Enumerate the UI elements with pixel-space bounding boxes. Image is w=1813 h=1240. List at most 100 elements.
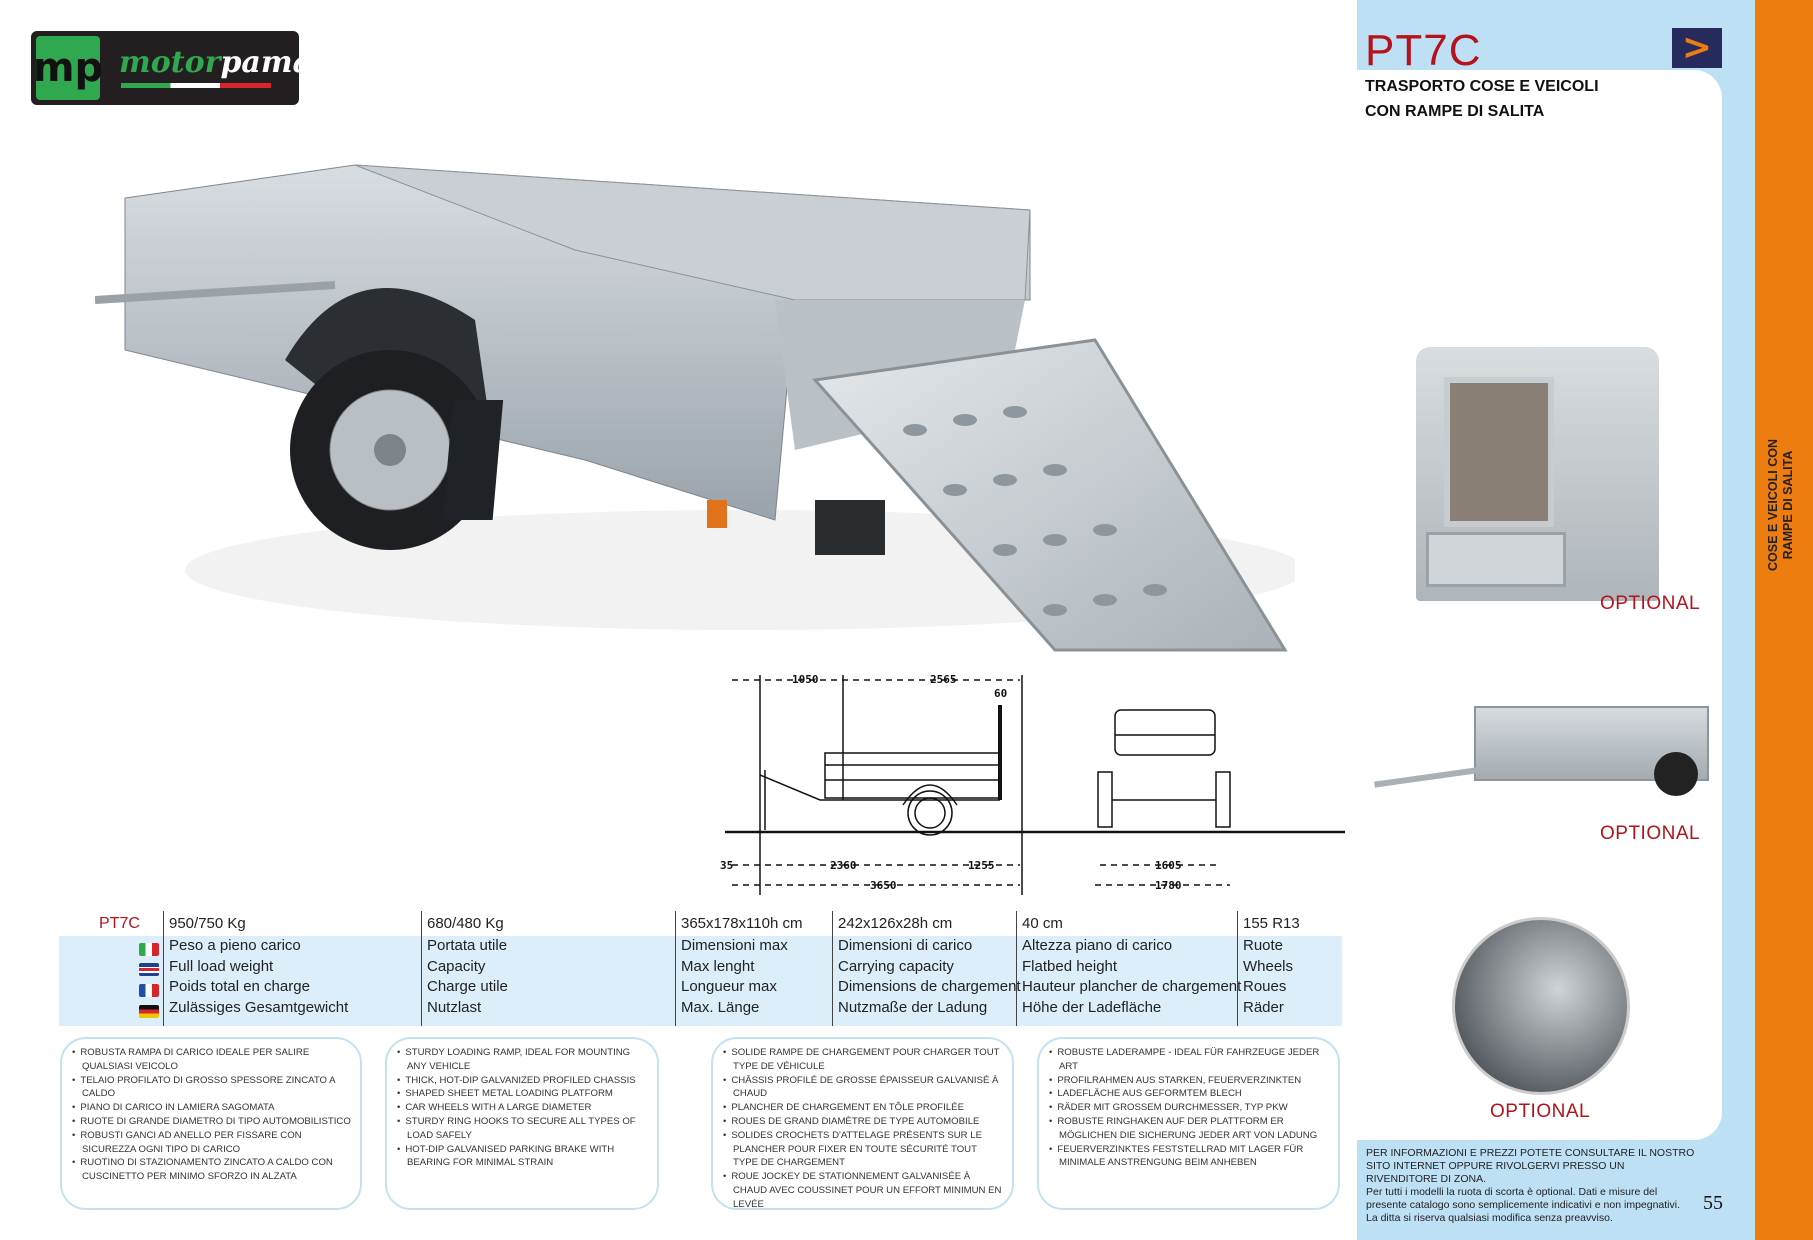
dim-2360: 2360 [830, 859, 857, 872]
feature-item: CHÂSSIS PROFILÉ DE GROSSE ÉPAISSEUR GALV… [723, 1074, 1004, 1102]
logo-mark: mp [33, 36, 103, 100]
spec-label-de: Nutzlast [427, 998, 482, 1016]
spec-label-it: Dimensioni di carico [838, 937, 973, 954]
feature-item: ROUE JOCKEY DE STATIONNEMENT GALVANISÉE … [723, 1170, 1004, 1211]
sideboard-wheel [1654, 752, 1698, 796]
chevron-right-icon: > [1672, 28, 1722, 68]
feature-item: RUOTE DI GRANDE DIAMETRO DI TIPO AUTOMOB… [72, 1115, 352, 1129]
features-fr: SOLIDE RAMPE DE CHARGEMENT POUR CHARGER … [711, 1037, 1014, 1210]
spec-label-en: Flatbed height [1022, 957, 1118, 975]
optional-cover-photo [1416, 347, 1659, 601]
dim-3650: 3650 [870, 879, 897, 892]
drawbar [1374, 766, 1484, 788]
spec-col-weight: 950/750 Kg Peso a pieno carico Full load… [163, 911, 348, 1026]
spec-label-fr: Poids total en charge [169, 978, 310, 995]
side-section-label: COSE E VEICOLI CON RAMPE DI SALITA [1766, 420, 1796, 590]
feature-item: STURDY RING HOOKS TO SECURE ALL TYPES OF… [397, 1115, 649, 1143]
spec-value: 40 cm [1022, 915, 1063, 932]
spec-label-it: Ruote [1243, 937, 1284, 954]
feature-item: FEUERVERZINKTES FESTSTELLRAD MIT LAGER F… [1049, 1143, 1330, 1171]
feature-item: ROBUSTA RAMPA DI CARICO IDEALE PER SALIR… [72, 1046, 352, 1074]
feature-item: STURDY LOADING RAMP, IDEAL FOR MOUNTING … [397, 1046, 649, 1074]
spec-label-de: Räder [1243, 998, 1284, 1016]
feature-item: SOLIDE RAMPE DE CHARGEMENT POUR CHARGER … [723, 1046, 1004, 1074]
optional-label-1: OPTIONAL [1600, 593, 1701, 614]
spec-label-fr: Roues [1243, 978, 1287, 995]
dim-1605: 1605 [1155, 859, 1182, 872]
dim-35: 35 [720, 859, 733, 872]
dim-60: 60 [994, 687, 1007, 700]
feature-item: TELAIO PROFILATO DI GROSSO SPESSORE ZINC… [72, 1074, 352, 1102]
footer-note: PER INFORMAZIONI E PREZZI POTETE CONSULT… [1366, 1147, 1696, 1225]
cover-ramp [1426, 532, 1566, 587]
spec-col-wheels: 155 R13 Ruote Wheels Roues Räder [1237, 911, 1300, 1026]
spec-label-it: Altezza piano di carico [1022, 937, 1173, 954]
footer-line-2: Per tutti i modelli la ruota di scorta è… [1366, 1186, 1681, 1211]
dim-1780: 1780 [1155, 879, 1182, 892]
feature-item: ROBUSTE LADERAMPE - IDEAL FÜR FAHRZEUGE … [1049, 1046, 1330, 1074]
logo-wordmark: motorpama [119, 45, 312, 80]
feature-item: ROUES DE GRAND DIAMÈTRE DE TYPE AUTOMOBI… [723, 1115, 1004, 1129]
features-en: STURDY LOADING RAMP, IDEAL FOR MOUNTING … [385, 1037, 659, 1210]
page-number: 55 [1703, 1192, 1723, 1214]
spec-label-it: Dimensioni max [681, 937, 788, 954]
dim-1255: 1255 [968, 859, 995, 872]
spec-label-it: Portata utile [427, 937, 508, 954]
optional-label-2: OPTIONAL [1600, 823, 1701, 844]
feature-item: PROFILRAHMEN AUS STARKEN, FEUERVERZINKTE… [1049, 1074, 1330, 1088]
feature-item: ROBUSTI GANCI AD ANELLO PER FISSARE CON … [72, 1129, 352, 1157]
spec-label-de: Höhe der Ladefläche [1022, 998, 1162, 1016]
footer-line-3: La ditta si riserva qualsiasi modifica s… [1366, 1212, 1613, 1224]
spec-label-fr: Dimensions de chargement [838, 978, 1021, 995]
spec-value: 242x126x28h cm [838, 915, 953, 932]
spec-value: 155 R13 [1243, 915, 1300, 932]
spec-col-flatbed-height: 40 cm Altezza piano di carico Flatbed he… [1016, 911, 1241, 1026]
feature-item: ROBUSTE RINGHAKEN AUF DER PLATTFORM ER M… [1049, 1115, 1330, 1143]
spec-label-de: Nutzmaße der Ladung [838, 998, 988, 1016]
feature-item: SOLIDES CROCHETS D'ATTELAGE PRÉSENTS SUR… [723, 1129, 1004, 1170]
flag-fr-icon [139, 984, 159, 997]
optional-sideboard-photo [1364, 694, 1717, 827]
spec-label-de: Zulässiges Gesamtgewicht [169, 998, 349, 1016]
spec-label-it: Peso a pieno carico [169, 937, 301, 954]
page-title: PT7C [1365, 26, 1482, 75]
spec-col-max-dimensions: 365x178x110h cm Dimensioni max Max lengh… [675, 911, 802, 1026]
spec-value: 365x178x110h cm [681, 915, 803, 932]
flag-uk-icon [139, 963, 159, 976]
feature-item: HOT-DIP GALVANISED PARKING BRAKE WITH BE… [397, 1143, 649, 1171]
optional-ring-hook-photo [1452, 917, 1630, 1095]
spec-label-en: Carrying capacity [838, 957, 954, 975]
dim-2565: 2565 [930, 673, 957, 686]
spec-value: 950/750 Kg [169, 915, 246, 932]
spec-label-en: Max lenght [681, 957, 755, 975]
spec-label-en: Wheels [1243, 957, 1294, 975]
feature-item: SHAPED SHEET METAL LOADING PLATFORM [397, 1087, 649, 1101]
spec-label-fr: Longueur max [681, 978, 777, 995]
features-de: ROBUSTE LADERAMPE - IDEAL FÜR FAHRZEUGE … [1037, 1037, 1340, 1210]
specs-labels-band [59, 936, 1342, 1026]
features-it: ROBUSTA RAMPA DI CARICO IDEALE PER SALIR… [60, 1037, 362, 1210]
footer-line-1: PER INFORMAZIONI E PREZZI POTETE CONSULT… [1366, 1147, 1695, 1185]
motorpama-logo: mp motorpama [31, 31, 312, 105]
side-label-line-1: COSE E VEICOLI CON [1766, 439, 1780, 571]
subtitle-line-1: TRASPORTO COSE E VEICOLI [1365, 78, 1599, 95]
spec-label-en: Capacity [427, 957, 486, 975]
optional-label-3: OPTIONAL [1490, 1101, 1591, 1122]
spec-col-load-dimensions: 242x126x28h cm Dimensioni di carico Carr… [832, 911, 1021, 1026]
logo-flag-stripe [121, 83, 271, 88]
feature-item: LADEFLÄCHE AUS GEFORMTEM BLECH [1049, 1087, 1330, 1101]
side-label-line-2: RAMPE DI SALITA [1781, 450, 1795, 560]
flag-it-icon [139, 943, 159, 956]
dim-1050: 1050 [792, 673, 819, 686]
spec-label-fr: Charge utile [427, 978, 508, 995]
logo-text-green: motor [119, 45, 221, 80]
spec-label-de: Max. Länge [681, 998, 760, 1016]
flag-de-icon [139, 1005, 159, 1018]
feature-item: PIANO DI CARICO IN LAMIERA SAGOMATA [72, 1101, 352, 1115]
feature-item: PLANCHER DE CHARGEMENT EN TÔLE PROFILÉE [723, 1101, 1004, 1115]
specs-model: PT7C [99, 915, 140, 932]
spec-label-fr: Hauteur plancher de chargement [1022, 978, 1242, 995]
spec-value: 680/480 Kg [427, 915, 504, 932]
feature-item: THICK, HOT-DIP GALVANIZED PROFILED CHASS… [397, 1074, 649, 1088]
trailer-photo [95, 164, 1295, 652]
